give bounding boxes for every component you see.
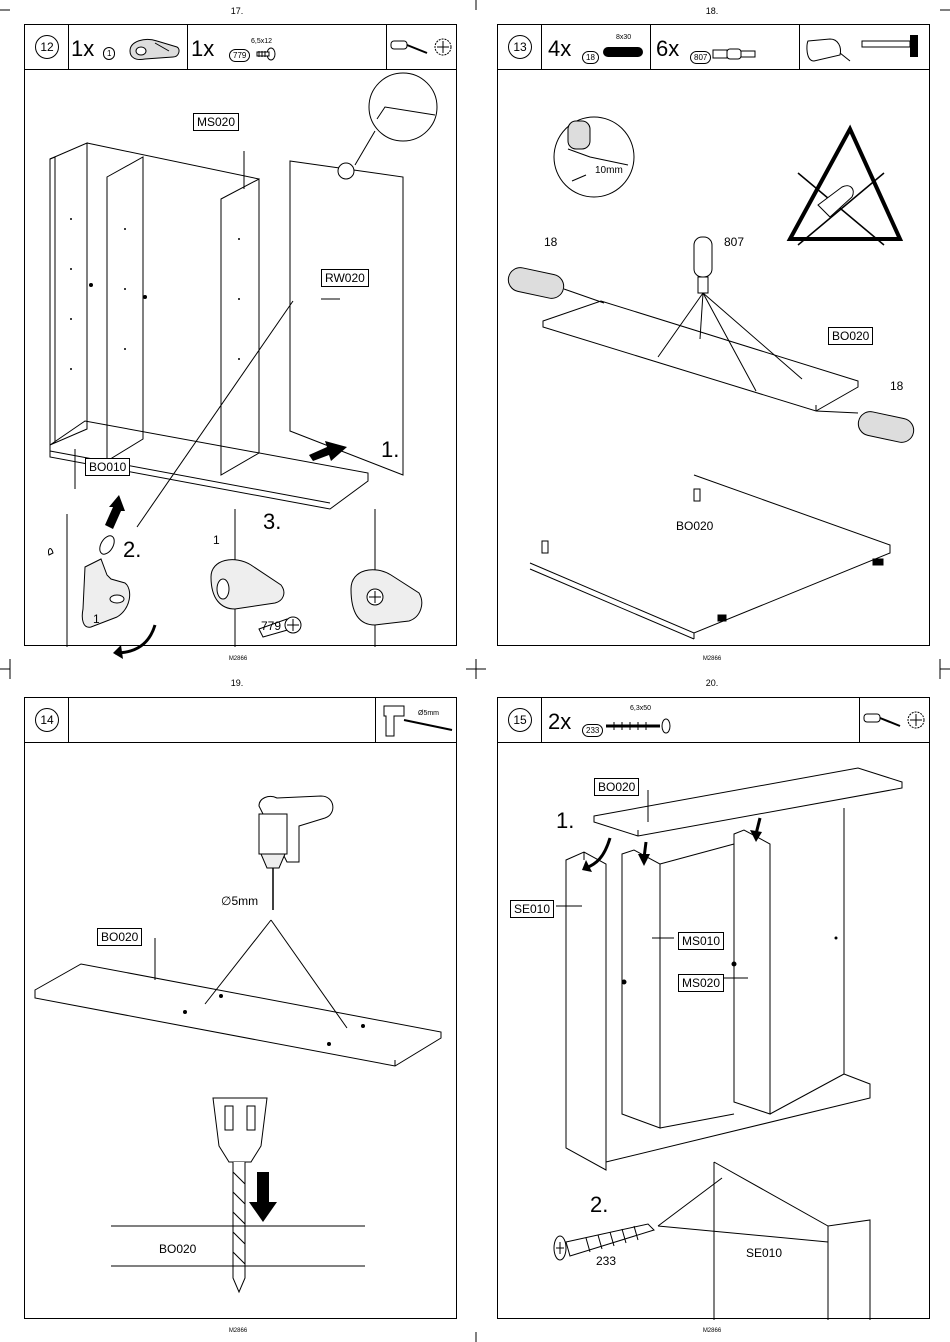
dimension-callout: 10mm <box>595 165 623 176</box>
callout: 18 <box>890 379 903 393</box>
screw-icon <box>255 47 277 63</box>
clip-part-icon <box>125 33 185 63</box>
tools-cell <box>799 25 932 69</box>
page-number: 17. <box>207 6 267 16</box>
step-number: 15 <box>508 708 532 732</box>
part-quantity: 6x <box>656 37 679 61</box>
part-spec: 6,5x12 <box>251 38 272 45</box>
page-number: 19. <box>207 678 267 688</box>
tools-cell <box>386 25 459 69</box>
step-cell: 12 <box>25 25 69 69</box>
callout: 1 <box>213 533 220 547</box>
tools-cell: Ø5mm <box>375 698 459 742</box>
board-name: BO020 <box>159 1242 196 1256</box>
cam-bolt-icon <box>712 47 758 61</box>
part-id: 18 <box>582 51 599 64</box>
screwdriver-icon <box>391 37 431 57</box>
panel-header: 15 2x 233 6,3x50 <box>498 698 929 743</box>
phillips-head-icon <box>433 37 453 57</box>
insert-arrow <box>586 838 610 868</box>
part-id: 807 <box>690 51 711 64</box>
part-label-bo010: BO010 <box>85 458 130 476</box>
part-quantity: 4x <box>548 37 571 61</box>
part-label-ms020: MS020 <box>678 974 724 992</box>
screwdriver-icon <box>864 710 904 730</box>
step-cell: 14 <box>25 698 69 742</box>
up-arrow <box>105 495 125 529</box>
dowel-insertion-illustration <box>498 69 931 647</box>
hammer-icon <box>862 35 924 59</box>
panel-header: 14 Ø5mm <box>25 698 456 743</box>
board-name: SE010 <box>746 1246 782 1260</box>
part-label-bo020: BO020 <box>828 327 873 345</box>
instruction-panel-step-15: 15 2x 233 6,3x50 <box>497 697 930 1319</box>
wardrobe-assembly-illustration <box>25 69 458 647</box>
panel-header: 13 4x 18 8x30 6x 807 <box>498 25 929 70</box>
footer-code: M2866 <box>208 656 268 662</box>
step-number: 14 <box>35 708 59 732</box>
sub-step-1: 1. <box>381 437 399 463</box>
callout: 18 <box>544 235 557 249</box>
footer-code: M2866 <box>682 1328 742 1334</box>
phillips-head-icon <box>906 710 926 730</box>
step-number: 12 <box>35 35 59 59</box>
part-label-rw020: RW020 <box>321 269 369 287</box>
step-number: 13 <box>508 35 532 59</box>
instruction-panel-step-13: 13 4x 18 8x30 6x 807 <box>497 24 930 646</box>
callout: 807 <box>724 235 744 249</box>
part-id: 779 <box>229 49 250 62</box>
drilling-illustration <box>25 742 458 1320</box>
callout: 1 <box>93 612 100 626</box>
glue-bottle-icon <box>804 31 854 65</box>
down-arrow <box>249 1172 277 1222</box>
part-label-se010: SE010 <box>510 900 554 918</box>
sub-step-1: 1. <box>556 808 574 834</box>
sub-step-2: 2. <box>590 1192 608 1218</box>
part-spec: 6,3x50 <box>630 705 651 712</box>
callout: 233 <box>596 1254 616 1268</box>
push-arrow <box>309 441 347 461</box>
step-cell: 15 <box>498 698 542 742</box>
part-label-ms010: MS010 <box>678 932 724 950</box>
page-number: 18. <box>682 6 742 16</box>
drill-bit-icon <box>402 718 454 732</box>
page-number: 20. <box>682 678 742 688</box>
callout: 779 <box>261 619 281 633</box>
board-name: BO020 <box>676 519 713 533</box>
drill-bit-spec: Ø5mm <box>418 710 439 717</box>
part-id: 233 <box>582 724 603 737</box>
tools-cell <box>859 698 932 742</box>
part-label-bo020: BO020 <box>97 928 142 946</box>
long-screw-icon <box>604 718 674 734</box>
step-cell: 13 <box>498 25 542 69</box>
instruction-panel-step-14: 14 Ø5mm <box>24 697 457 1319</box>
instruction-panel-step-12: 12 1x 1 1x 6,5x12 779 <box>24 24 457 646</box>
part-quantity: 2x <box>548 710 571 734</box>
part-quantity: 1x <box>71 37 94 61</box>
sub-step-2: 2. <box>123 537 141 563</box>
part-spec: 8x30 <box>616 34 631 41</box>
part-quantity: 1x <box>191 37 214 61</box>
footer-code: M2866 <box>208 1328 268 1334</box>
part-label-bo020: BO020 <box>594 778 639 796</box>
drill-diameter: ∅5mm <box>221 894 258 908</box>
panel-header: 12 1x 1 1x 6,5x12 779 <box>25 25 456 70</box>
part-id: 1 <box>103 47 115 60</box>
dowel-icon <box>602 45 646 59</box>
sub-step-3: 3. <box>263 509 281 535</box>
part-label-ms020: MS020 <box>193 113 239 131</box>
footer-code: M2866 <box>682 656 742 662</box>
